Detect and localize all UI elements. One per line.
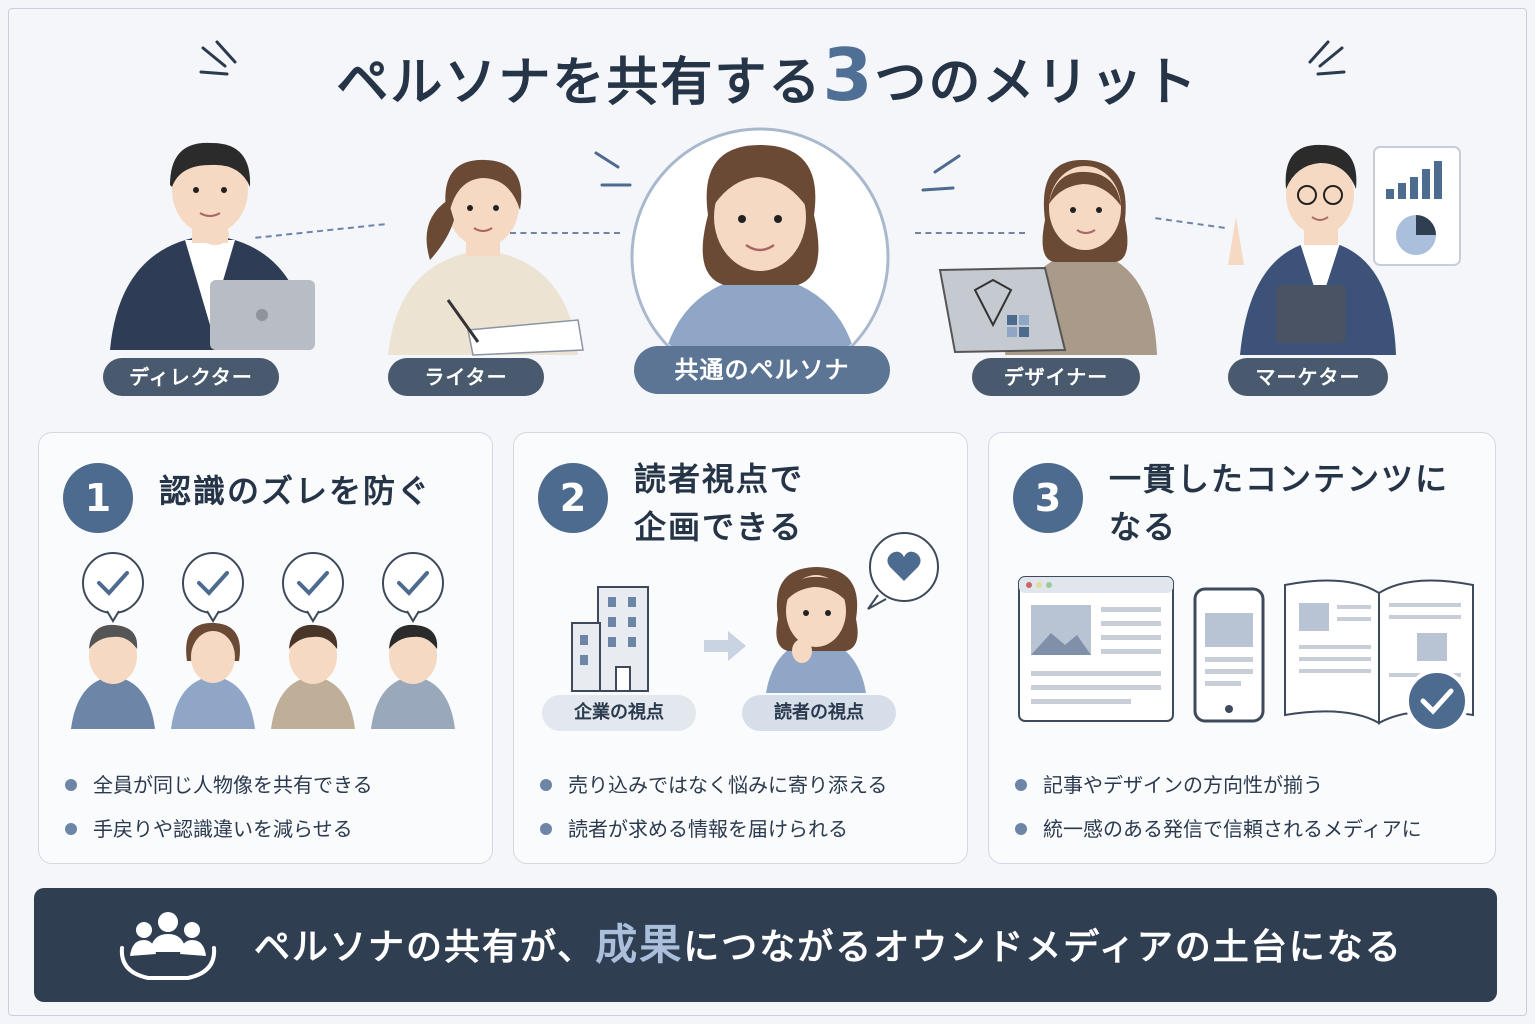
summary-message: ペルソナの共有が、成果につながるオウンドメディアの土台になる <box>254 920 1403 969</box>
list-item: 読者が求める情報を届けられる <box>540 807 887 851</box>
reader-illustration <box>766 532 939 693</box>
list-item: 手戻りや認識違いを減らせる <box>65 807 373 851</box>
role-marketer: マーケター <box>1228 358 1388 396</box>
merit-bullet-list: 売り込みではなく悩みに寄り添える 読者が求める情報を届けられる <box>540 763 887 851</box>
summary-banner: ペルソナの共有が、成果につながるオウンドメディアの土台になる <box>34 888 1497 1002</box>
team-agreement-illustration <box>71 552 455 729</box>
multi-media-content-illustration <box>1018 576 1474 733</box>
merit-number-badge: 2 <box>538 463 608 533</box>
list-item: 統一感のある発信で信頼されるメディアに <box>1015 807 1422 851</box>
merit-title: 認識のズレを防ぐ <box>159 472 432 510</box>
merit-card-3: 3 一貫したコンテンツに なる 記事やデザインの方向性が揃う 統一感のある発信で… <box>988 432 1496 864</box>
merit-number-badge: 3 <box>1013 463 1083 533</box>
speech-burst-right-icon <box>921 154 961 192</box>
merit-card-2: 2 読者視点で 企画できる 企業の視点 読者の視点 売り込みではなく悩みに寄り添… <box>513 432 968 864</box>
chart-card-icon <box>1373 146 1461 266</box>
merit-bullet-list: 記事やデザインの方向性が揃う 統一感のある発信で信頼されるメディアに <box>1015 763 1422 851</box>
arrow-right-icon <box>704 631 746 661</box>
merit-title: 読者視点で 企画できる <box>634 460 805 546</box>
connector-line <box>915 232 1025 234</box>
writer-illustration <box>388 159 584 356</box>
speech-burst-left-icon <box>594 151 632 187</box>
merit-card-1: 1 認識のズレを防ぐ <box>38 432 493 864</box>
director-illustration <box>110 142 315 350</box>
merit-number-badge: 1 <box>63 463 133 533</box>
designer-illustration <box>938 159 1157 355</box>
reader-view-label: 読者の視点 <box>742 695 896 731</box>
connector-line <box>510 232 620 234</box>
title-burst-right-icon <box>1308 40 1346 76</box>
merit-title: 一貫したコンテンツに なる <box>1109 460 1450 546</box>
shared-persona-label: 共通のペルソナ <box>634 346 890 394</box>
role-writer: ライター <box>388 358 544 396</box>
role-director: ディレクター <box>103 358 279 396</box>
title-burst-left-icon <box>199 40 237 76</box>
page-title: ペルソナを共有する3つのメリット <box>336 33 1199 117</box>
company-building-icon <box>571 586 649 692</box>
company-view-label: 企業の視点 <box>542 695 696 731</box>
list-item: 記事やデザインの方向性が揃う <box>1015 763 1422 807</box>
team-hands-icon <box>119 912 217 980</box>
list-item: 売り込みではなく悩みに寄り添える <box>540 763 887 807</box>
role-designer: デザイナー <box>972 358 1140 396</box>
merit-bullet-list: 全員が同じ人物像を共有できる 手戻りや認識違いを減らせる <box>65 763 373 851</box>
marketer-illustration <box>1228 144 1396 355</box>
list-item: 全員が同じ人物像を共有できる <box>65 763 373 807</box>
